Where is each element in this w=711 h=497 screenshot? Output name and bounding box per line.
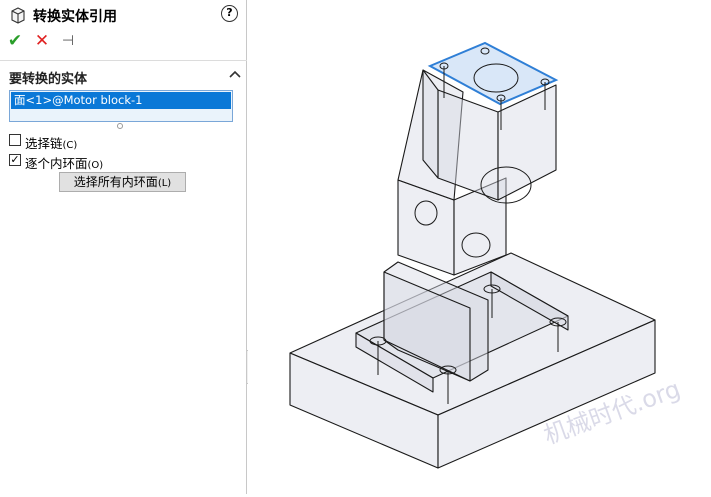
action-toolbar: ✔ ✕ ⊣	[0, 30, 247, 52]
column-right-face	[453, 177, 507, 276]
top-block-left-face	[422, 69, 439, 179]
panel-header: 转换实体引用 ?	[0, 0, 247, 30]
divider	[0, 60, 247, 61]
ok-button[interactable]: ✔	[7, 31, 23, 51]
section-title: 要转换的实体	[9, 72, 88, 87]
slant-support-face	[397, 69, 464, 201]
each-inner-loop-checkbox[interactable]: ✓	[9, 153, 21, 166]
selected-top-face	[427, 41, 559, 106]
bracket-right-face	[490, 271, 569, 331]
cancel-button[interactable]: ✕	[34, 31, 50, 51]
select-all-inner-loops-button[interactable]: 选择所有内环面(L)	[59, 172, 186, 192]
bracket-front-face	[355, 332, 434, 393]
entity-selection-list[interactable]: 面<1>@Motor block-1	[9, 90, 233, 122]
riser-front-face	[383, 271, 471, 382]
mount-hole	[480, 47, 490, 55]
chevron-up-icon[interactable]	[228, 68, 242, 82]
side-hole	[414, 200, 438, 226]
graphics-viewport[interactable]: 机械时代.org	[248, 0, 711, 494]
3d-model-view[interactable]	[248, 0, 711, 494]
property-manager-panel: 转换实体引用 ? ✔ ✕ ⊣ 要转换的实体 面<1>@Motor block-1…	[0, 0, 247, 494]
side-hole	[461, 232, 491, 258]
side-bore	[480, 166, 532, 204]
top-bore	[473, 63, 519, 93]
base-right-face	[437, 319, 656, 469]
each-inner-loop-label: 逐个内环面(O)	[25, 156, 104, 171]
list-item[interactable]: 面<1>@Motor block-1	[11, 92, 231, 109]
pin-icon[interactable]: ⊣	[61, 33, 75, 49]
panel-title: 转换实体引用	[33, 9, 117, 25]
select-chain-checkbox[interactable]	[9, 134, 21, 146]
convert-entities-icon	[11, 7, 25, 24]
list-resize-grip[interactable]	[117, 123, 123, 129]
help-icon[interactable]: ?	[221, 5, 238, 22]
select-chain-label: 选择链(C)	[25, 136, 78, 151]
top-block-right-face	[497, 84, 557, 201]
